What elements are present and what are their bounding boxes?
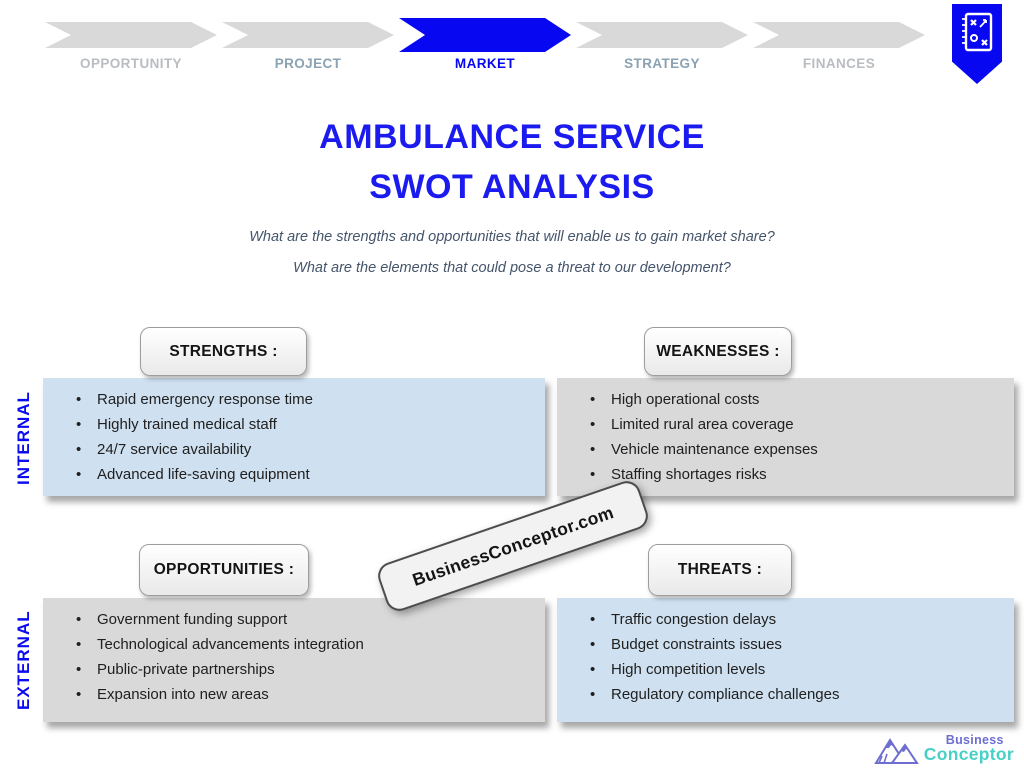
list-item: Technological advancements integration [76, 632, 537, 657]
weaknesses-header: WEAKNESSES : [644, 327, 792, 376]
title-line-1: AMBULANCE SERVICE [319, 118, 705, 156]
chevron-shape [576, 22, 748, 48]
chevron-shape [399, 18, 571, 52]
brand-logo-text: Business Conceptor [924, 734, 1014, 766]
strategy-board-icon [962, 12, 993, 52]
brand-name-bottom: Conceptor [923, 743, 1014, 764]
list-item: High operational costs [590, 387, 1006, 412]
brand-name-top: Business [945, 733, 1004, 747]
nav-step-label: STRATEGY [624, 56, 700, 71]
list-item: Government funding support [76, 607, 537, 632]
question-line-2: What are the elements that could pose a … [293, 260, 731, 276]
external-axis-label: EXTERNAL [14, 610, 33, 710]
weaknesses-list: High operational costs Limited rural are… [557, 378, 1014, 487]
list-item: Staffing shortages risks [590, 462, 1006, 487]
list-item: 24/7 service availability [76, 437, 537, 462]
nav-step-label: FINANCES [802, 56, 876, 71]
list-item: Budget constraints issues [590, 632, 1006, 657]
list-item: High competition levels [590, 657, 1006, 682]
mountain-logo-icon [874, 738, 919, 764]
strengths-box: Rapid emergency response time Highly tra… [43, 378, 545, 496]
question-line-1: What are the strengths and opportunities… [249, 229, 775, 245]
list-item: Expansion into new areas [76, 682, 537, 707]
nav-step-finances[interactable]: FINANCES [753, 16, 925, 71]
strengths-list: Rapid emergency response time Highly tra… [43, 378, 545, 487]
corner-ribbon [952, 4, 1002, 84]
threats-box: Traffic congestion delays Budget constra… [557, 598, 1014, 722]
page-title: AMBULANCE SERVICE SWOT ANALYSIS [0, 112, 1024, 212]
chevron-shape [753, 22, 925, 48]
weaknesses-box: High operational costs Limited rural are… [557, 378, 1014, 496]
brand-logo: Business Conceptor [872, 732, 1014, 766]
nav-step-label: OPPORTUNITY [80, 56, 182, 71]
list-item: Traffic congestion delays [590, 607, 1006, 632]
nav-step-market-active[interactable]: MARKET [399, 16, 571, 71]
opportunities-header: OPPORTUNITIES : [139, 544, 309, 596]
opportunities-box: Government funding support Technological… [43, 598, 545, 722]
watermark-plate: BusinessConceptor.com [374, 477, 652, 615]
list-item: Rapid emergency response time [76, 387, 537, 412]
list-item: Public-private partnerships [76, 657, 537, 682]
threats-header: THREATS : [648, 544, 792, 596]
list-item: Highly trained medical staff [76, 412, 537, 437]
nav-step-strategy[interactable]: STRATEGY [576, 16, 748, 71]
nav-step-project[interactable]: PROJECT [222, 16, 394, 71]
title-line-2: SWOT ANALYSIS [369, 168, 655, 206]
internal-axis-label: INTERNAL [14, 391, 33, 485]
list-item: Advanced life-saving equipment [76, 462, 537, 487]
strengths-header: STRENGTHS : [140, 327, 307, 376]
opportunities-list: Government funding support Technological… [43, 598, 545, 707]
nav-step-opportunity[interactable]: OPPORTUNITY [45, 16, 217, 71]
threats-list: Traffic congestion delays Budget constra… [557, 598, 1014, 707]
nav-step-label: PROJECT [274, 56, 342, 71]
chevron-shape [45, 22, 217, 48]
list-item: Regulatory compliance challenges [590, 682, 1006, 707]
nav-step-label: MARKET [454, 56, 516, 71]
chevron-shape [222, 22, 394, 48]
list-item: Limited rural area coverage [590, 412, 1006, 437]
list-item: Vehicle maintenance expenses [590, 437, 1006, 462]
